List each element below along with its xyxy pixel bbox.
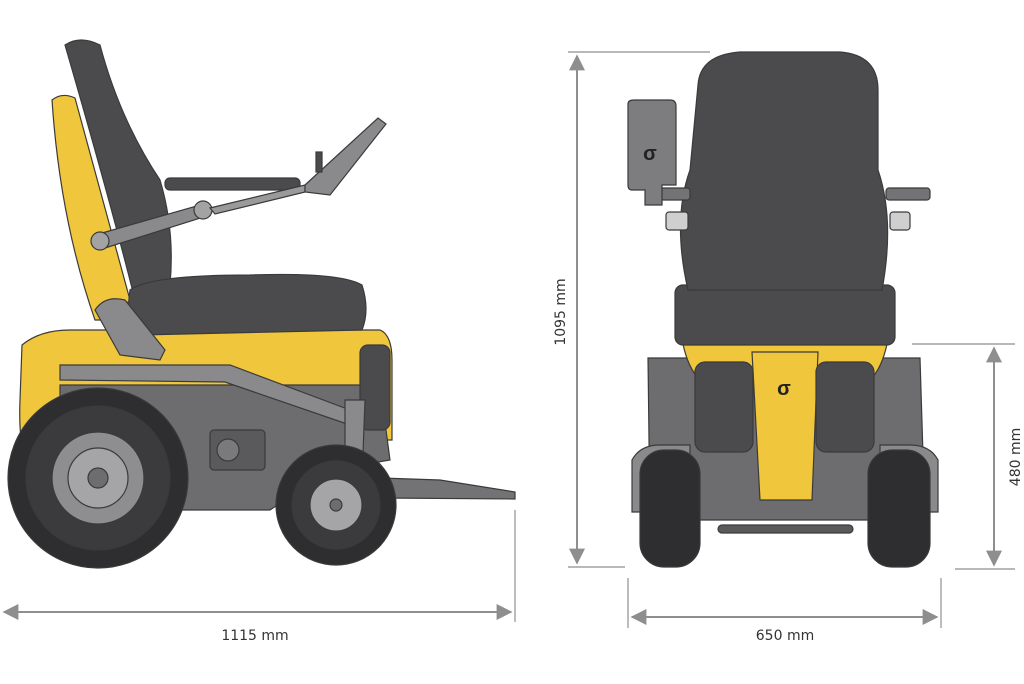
- footplate: [379, 477, 516, 500]
- joystick: [315, 151, 323, 173]
- leg-rest: [359, 344, 391, 431]
- logo-icon: σ: [777, 378, 791, 400]
- joystick-arm: [304, 117, 387, 196]
- right-leg-pad: [815, 361, 875, 453]
- front-view-wheelchair: σ σ: [627, 51, 939, 568]
- width-label: 650 mm: [756, 628, 814, 644]
- controller-logo-icon: σ: [643, 143, 657, 165]
- seat-cushion: [128, 273, 367, 336]
- front-caster: [275, 444, 397, 566]
- front-seat-cushion: [674, 284, 896, 346]
- front-footplate: [717, 524, 854, 534]
- height-label: 1095 mm: [553, 278, 569, 345]
- front-yellow-strip: [751, 351, 819, 501]
- back-panel: [51, 94, 131, 321]
- dimension-lines: [2, 51, 1015, 628]
- side-view-wheelchair: [7, 39, 516, 569]
- left-leg-pad: [694, 361, 754, 453]
- seat-height-label: 480 mm: [1008, 428, 1024, 486]
- joystick-controller: [627, 99, 677, 206]
- armrest-pad: [164, 177, 301, 191]
- rear-wheel: [7, 387, 189, 569]
- left-wheel: [639, 449, 701, 568]
- length-label: 1115 mm: [221, 628, 288, 644]
- right-wheel: [867, 449, 931, 568]
- front-backrest: [679, 51, 889, 291]
